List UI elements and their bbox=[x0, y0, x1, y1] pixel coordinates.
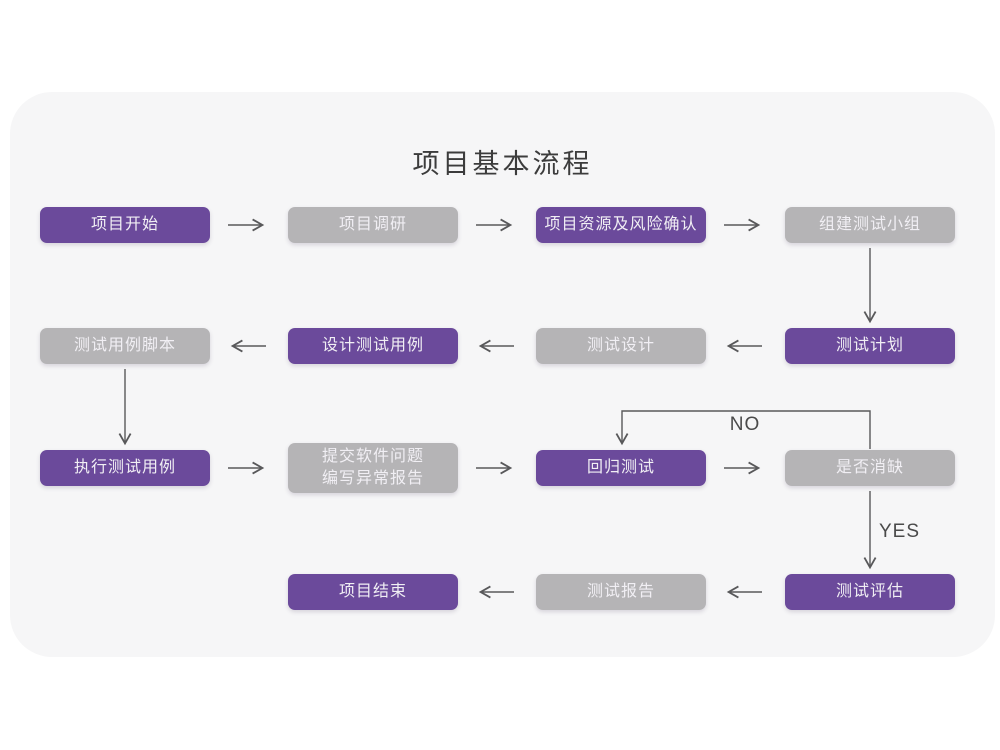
flowchart-panel bbox=[10, 92, 995, 657]
flow-node-execute-test-case: 执行测试用例 bbox=[40, 450, 210, 486]
flow-node-regression-test: 回归测试 bbox=[536, 450, 706, 486]
flow-node-project-start: 项目开始 bbox=[40, 207, 210, 243]
flow-node-defect-cleared-decision: 是否消缺 bbox=[785, 450, 955, 486]
flow-node-resources-risk-confirm: 项目资源及风险确认 bbox=[536, 207, 706, 243]
branch-label-no: NO bbox=[729, 414, 761, 435]
arrow-no-loop-to-regression bbox=[615, 410, 871, 449]
flow-node-build-test-team: 组建测试小组 bbox=[785, 207, 955, 243]
flow-node-test-evaluation: 测试评估 bbox=[785, 574, 955, 610]
flow-node-test-design: 测试设计 bbox=[536, 328, 706, 364]
flow-node-test-report: 测试报告 bbox=[536, 574, 706, 610]
flow-node-project-research: 项目调研 bbox=[288, 207, 458, 243]
flow-node-test-plan: 测试计划 bbox=[785, 328, 955, 364]
page-title: 项目基本流程 bbox=[412, 149, 593, 179]
flow-node-design-test-case: 设计测试用例 bbox=[288, 328, 458, 364]
flow-node-test-case-script: 测试用例脚本 bbox=[40, 328, 210, 364]
flow-node-submit-issue-report: 提交软件问题 编写异常报告 bbox=[288, 443, 458, 493]
branch-label-yes: YES bbox=[879, 521, 921, 542]
flow-node-project-end: 项目结束 bbox=[288, 574, 458, 610]
